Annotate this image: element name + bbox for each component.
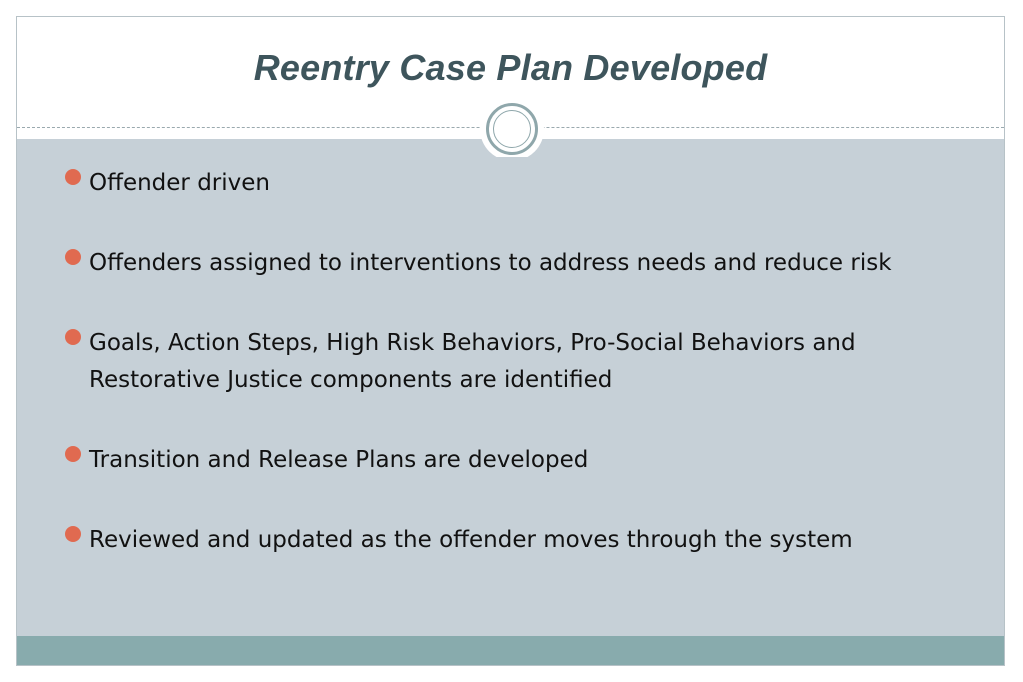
bullet-item: Reviewed and updated as the offender mov… bbox=[63, 522, 983, 559]
bullet-dot-icon bbox=[65, 249, 81, 265]
ornament-inner-ring bbox=[493, 110, 531, 148]
bullet-text: Reviewed and updated as the offender mov… bbox=[89, 527, 853, 553]
bullet-text: Offenders assigned to interventions to a… bbox=[89, 250, 892, 276]
ornament-ring bbox=[486, 103, 538, 155]
bullet-item: Transition and Release Plans are develop… bbox=[63, 442, 983, 479]
bullet-item: Offenders assigned to interventions to a… bbox=[63, 245, 983, 282]
footer-bar bbox=[17, 636, 1004, 665]
bullet-dot-icon bbox=[65, 446, 81, 462]
bullet-item: Offender driven bbox=[63, 165, 983, 202]
bullet-dot-icon bbox=[65, 526, 81, 542]
bullet-item: Goals, Action Steps, High Risk Behaviors… bbox=[63, 325, 983, 399]
bullet-text: Transition and Release Plans are develop… bbox=[89, 447, 589, 473]
content-area bbox=[17, 139, 1004, 636]
bullet-text: Goals, Action Steps, High Risk Behaviors… bbox=[89, 330, 856, 393]
slide: Reentry Case Plan Developed Offender dri… bbox=[16, 16, 1005, 666]
slide-title: Reentry Case Plan Developed bbox=[253, 47, 768, 88]
bullet-text: Offender driven bbox=[89, 170, 270, 196]
bullet-list: Offender driven Offenders assigned to in… bbox=[63, 165, 983, 602]
ornament-circle-icon bbox=[477, 97, 547, 157]
bullet-dot-icon bbox=[65, 329, 81, 345]
bullet-dot-icon bbox=[65, 169, 81, 185]
